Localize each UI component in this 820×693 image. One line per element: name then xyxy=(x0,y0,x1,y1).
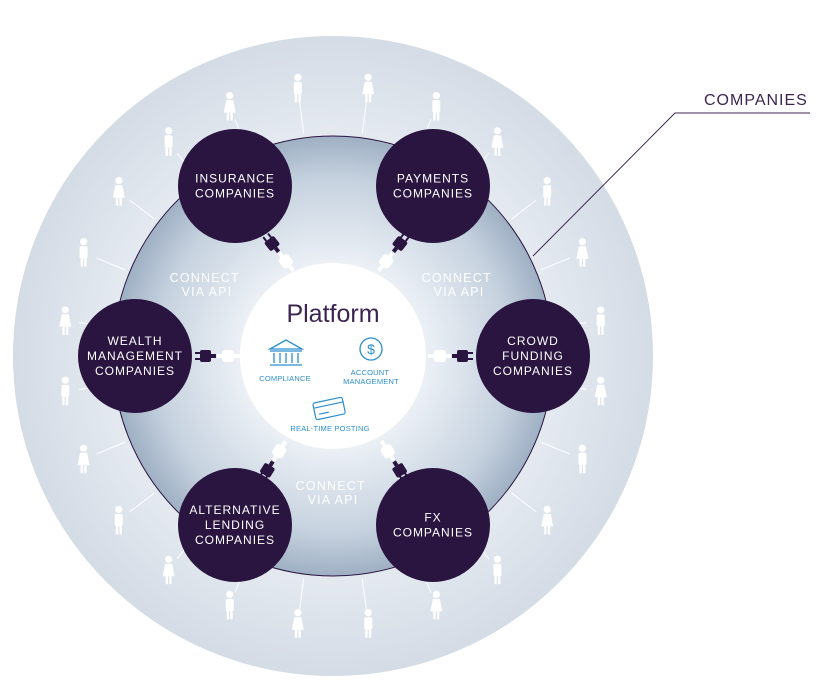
companies-leader-line xyxy=(532,112,810,257)
feature-label-compliance: COMPLIANCE xyxy=(259,374,311,383)
company-circle xyxy=(376,129,490,243)
consumer-spoke xyxy=(540,441,570,455)
consumer-spoke xyxy=(540,257,570,271)
connect-label-right: CONNECT VIA API xyxy=(422,271,497,299)
platform-title: Platform xyxy=(286,300,379,328)
plug-wealth-icon xyxy=(195,350,240,362)
person-icon xyxy=(493,555,502,585)
feature-label-account-management: ACCOUNT MANAGEMENT xyxy=(343,368,399,386)
feature-label-real-time-posting: REAL-TIME POSTING xyxy=(290,424,369,433)
consumers-leader-line xyxy=(605,529,810,571)
person-icon xyxy=(293,73,302,103)
dollar-coin-icon: $ xyxy=(359,337,383,361)
person-icon xyxy=(112,177,125,206)
consumer-spoke xyxy=(129,199,155,220)
person-icon xyxy=(432,92,441,121)
consumer-spoke xyxy=(299,579,305,610)
person-icon xyxy=(541,505,554,535)
person-icon xyxy=(162,555,175,585)
person-icon xyxy=(578,444,587,474)
plug-insurance-icon xyxy=(262,232,295,272)
company-circle xyxy=(78,299,192,413)
bank-icon xyxy=(267,339,305,366)
consumer-spoke xyxy=(361,579,367,610)
person-icon xyxy=(362,73,375,103)
consumer-spoke xyxy=(511,199,537,220)
person-icon xyxy=(223,92,236,121)
person-icon xyxy=(225,590,234,620)
plug-crowd-funding-icon xyxy=(428,350,473,362)
credit-card-icon xyxy=(312,396,346,421)
consumer-spoke xyxy=(299,102,305,133)
person-icon xyxy=(79,238,88,267)
person-icon xyxy=(114,505,123,535)
consumers-label: CONSUMERS xyxy=(690,582,803,599)
person-icon xyxy=(430,590,443,620)
person-icon xyxy=(61,376,70,406)
plug-fx-icon xyxy=(379,439,409,482)
plug-lending-icon xyxy=(258,439,288,482)
person-icon xyxy=(491,127,504,156)
company-circle xyxy=(476,299,590,413)
company-circle xyxy=(178,129,292,243)
consumer-people xyxy=(59,73,607,638)
svg-text:$: $ xyxy=(367,341,375,357)
plug-payments-icon xyxy=(377,232,410,272)
consumer-spoke xyxy=(129,492,155,513)
consumer-spoke xyxy=(511,492,537,513)
person-icon xyxy=(596,306,605,335)
person-icon xyxy=(576,238,589,267)
person-icon xyxy=(291,609,304,638)
person-icon xyxy=(594,376,607,406)
consumer-spoke xyxy=(96,441,126,455)
person-icon xyxy=(364,609,373,638)
person-icon xyxy=(164,127,173,156)
platform-circle xyxy=(240,263,426,449)
company-circle xyxy=(376,468,490,582)
company-circle xyxy=(178,468,292,582)
person-icon xyxy=(59,306,72,335)
person-icon xyxy=(543,177,552,206)
person-icon xyxy=(77,444,90,474)
api-plugs xyxy=(195,232,473,482)
connect-label-left: CONNECT VIA API xyxy=(170,271,245,299)
consumer-spoke xyxy=(361,102,367,133)
connect-label-bottom: CONNECT VIA API xyxy=(296,479,371,507)
consumer-spoke xyxy=(96,257,126,271)
companies-label: COMPANIES xyxy=(704,92,808,109)
